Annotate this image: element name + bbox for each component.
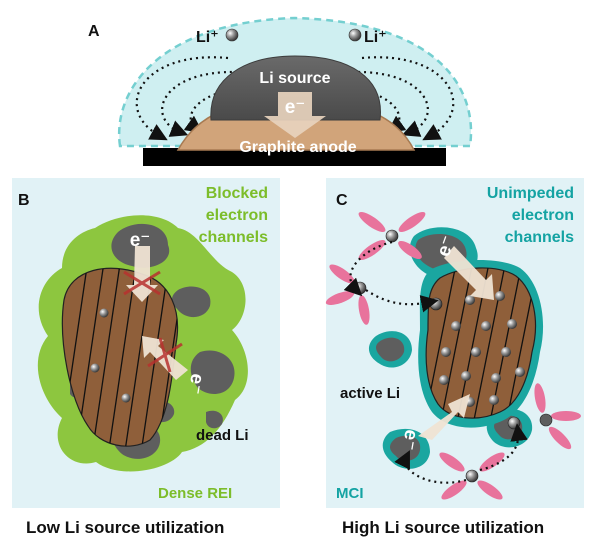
panel-c-caption: High Li source utilization — [342, 518, 545, 537]
electron-arrow-top — [444, 246, 494, 300]
li-atom — [99, 308, 109, 318]
electron-arrow — [264, 92, 326, 138]
li-atom — [90, 363, 100, 373]
panel-c: C — [325, 178, 584, 508]
mci-label: MCI — [336, 485, 364, 502]
dense-rei-label: Dense REI — [158, 485, 232, 502]
anode-label: Graphite anode — [239, 139, 356, 156]
li-ion-label-right: Li⁺ — [364, 29, 387, 46]
active-li-label: active Li — [340, 385, 400, 402]
panel-b-title-line2: electron — [206, 207, 268, 224]
electron-arrow-bottom — [418, 394, 470, 440]
panel-c-title-line3: channels — [505, 229, 574, 246]
li-source-label: Li source — [259, 70, 330, 87]
panel-b-title-line1: Blocked — [206, 185, 268, 202]
li-ion-icon — [348, 28, 362, 42]
li-ion-icon — [225, 28, 239, 42]
active-li-atoms — [439, 291, 525, 407]
panel-c-letter: C — [336, 192, 348, 209]
panel-b-caption: Low Li source utilization — [26, 518, 225, 537]
electron-label-bottom: e⁻ — [397, 428, 421, 452]
li-migration-paths — [343, 240, 528, 484]
cross-icon — [123, 270, 161, 296]
panel-b-title-line3: channels — [199, 229, 268, 246]
panel-c-title-line2: electron — [512, 207, 574, 224]
li-ion-label-left: Li⁺ — [196, 29, 219, 46]
electron-label-side: e⁻ — [183, 372, 207, 396]
panel-a-letter: A — [88, 23, 100, 40]
graphite-particle — [425, 267, 537, 419]
electron-label: e⁻ — [285, 97, 306, 118]
li-source — [210, 55, 381, 121]
panel-c-title-line1: Unimpeded — [487, 185, 574, 202]
electron-label-top: e⁻ — [130, 230, 151, 251]
dead-li-label: dead Li — [196, 427, 249, 444]
panel-b-letter: B — [18, 192, 30, 209]
panel-a: A Li source e⁻ Graphite anode Li⁺ Li⁺ — [88, 16, 473, 166]
current-collector — [143, 148, 446, 166]
panel-b: B — [12, 178, 280, 508]
li-atom — [121, 393, 131, 403]
cross-icon — [147, 337, 183, 373]
